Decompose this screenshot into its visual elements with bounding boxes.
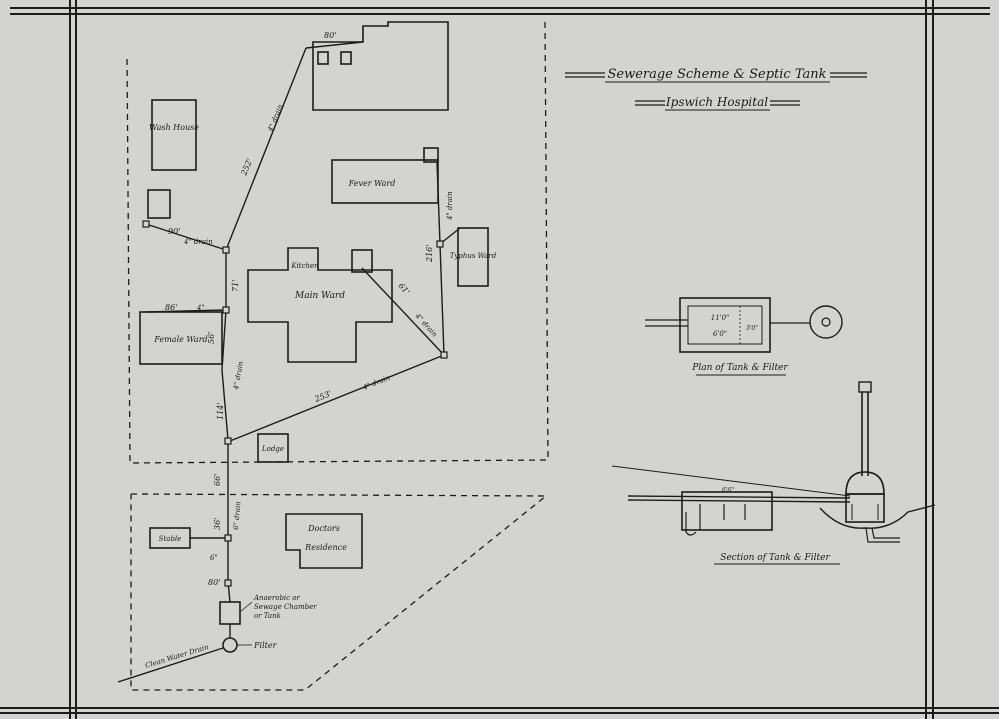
title-block: Sewerage Scheme & Septic Tank Ipswich Ho… <box>565 67 867 111</box>
pipe-label-66: 66' <box>213 474 222 486</box>
kitchen-label: Kitchen <box>290 262 319 270</box>
pipe-label-4-small: 4" <box>196 304 205 312</box>
typhus-ward-building <box>457 227 489 287</box>
typhus-ward-label: Typhus Ward <box>450 252 497 260</box>
drain-top-link <box>305 41 364 49</box>
filter-chamber <box>845 493 885 523</box>
pipe-label-90: 90' <box>168 227 180 236</box>
stable-label: Stable <box>159 535 182 543</box>
pipe-label-6-small: 6" <box>210 554 218 562</box>
wash-house-outbuilding <box>147 189 171 219</box>
tank-inner-wall <box>687 305 763 345</box>
main-ward-label: Main Ward <box>294 291 345 301</box>
filter-circle <box>222 637 238 653</box>
pipe-label-drain-d: 4" drain <box>361 374 392 393</box>
pipe-label-252: 252' <box>239 157 254 177</box>
fever-ward-annex <box>423 147 439 163</box>
chamber-label-3: or Tank <box>254 612 281 620</box>
pipe-label-36: 36' <box>213 518 222 530</box>
lodge-building <box>257 433 289 463</box>
wash-house-label: Wash House <box>149 123 199 132</box>
drain-right <box>436 161 445 356</box>
title-line-2: Ipswich Hospital <box>665 95 768 109</box>
chamber-label-2: Sewage Chamber <box>254 603 317 611</box>
female-ward-label: Female Ward <box>153 335 207 344</box>
manholes <box>142 220 448 587</box>
tank-section-body <box>681 491 773 531</box>
pipe-label-61: 61' <box>397 281 412 296</box>
property-boundary <box>126 21 549 691</box>
doctors-residence-label-1: Doctors <box>307 524 340 533</box>
pipe-label-114: 114' <box>216 403 225 420</box>
pipe-label-drain-a: 4" drain <box>266 103 285 134</box>
top-building-annex-2 <box>340 51 352 65</box>
filter-plan-circle <box>809 305 843 339</box>
tank-section-detail: 6'6" Section of Tank & Filter <box>611 381 936 565</box>
doctors-residence-building <box>285 513 363 569</box>
kitchen-annex <box>351 249 373 273</box>
building-labels: Wash House Main Ward Kitchen Fever Ward … <box>149 123 497 552</box>
chamber-label-1: Anaerobic or <box>253 594 301 602</box>
pipe-label-71: 71' <box>231 280 240 292</box>
pipe-label-56: 56' <box>207 332 216 344</box>
pipe-label-drain-6: 6" drain <box>232 500 243 530</box>
drain-female-ward <box>145 309 227 313</box>
title-line-1: Sewerage Scheme & Septic Tank <box>607 67 826 82</box>
tank-dim-1: 11'0" <box>711 314 730 322</box>
top-building <box>312 21 449 111</box>
pressure-note: 6'6" <box>722 487 734 494</box>
drain-wash-house <box>145 223 227 251</box>
pipe-label-80-bottom: 80' <box>208 578 220 587</box>
pipe-label-86: 86' <box>165 303 177 312</box>
septic-chamber <box>219 601 241 625</box>
tank-outer-wall <box>679 297 771 353</box>
pipe-label-drain-c: 4" drain <box>232 360 245 391</box>
filter-label: Filter <box>253 641 278 650</box>
tank-dim-2: 6'0" <box>713 330 727 338</box>
pipe-label-253: 253' <box>312 389 332 404</box>
tank-plan-detail: 11'0" 6'0" 3'0" Plan of Tank & Filter <box>645 297 843 376</box>
section-caption: Section of Tank & Filter <box>720 553 830 563</box>
tank-dim-3: 3'0" <box>746 325 758 332</box>
clean-water-drain <box>117 647 224 683</box>
female-ward-building <box>139 311 223 365</box>
pipe-label-80-top: 80' <box>324 31 336 40</box>
pipe-label-drain-b: 4" drain <box>183 238 213 246</box>
pipe-label-drain-f: 4" drain <box>446 191 454 221</box>
pipe-labels: 80' 252' 4" drain 90' 4" drain 71' 86' 4… <box>165 31 454 587</box>
fever-ward-label: Fever Ward <box>348 179 396 188</box>
top-building-annex-1 <box>317 51 329 65</box>
drain-253 <box>229 354 445 442</box>
clean-water-label: Clean Water Drain <box>144 643 210 670</box>
main-ward-building <box>247 247 393 363</box>
wash-house-building <box>151 99 197 171</box>
buildings <box>139 21 489 653</box>
drain-kitchen <box>361 267 445 356</box>
filter-dome <box>845 471 885 495</box>
pipe-label-216: 216' <box>425 245 434 263</box>
treatment-labels: Anaerobic or Sewage Chamber or Tank Filt… <box>144 594 317 670</box>
plan-caption: Plan of Tank & Filter <box>691 363 788 373</box>
lodge-label: Lodge <box>261 445 284 453</box>
doctors-residence-label-2: Residence <box>304 543 347 552</box>
